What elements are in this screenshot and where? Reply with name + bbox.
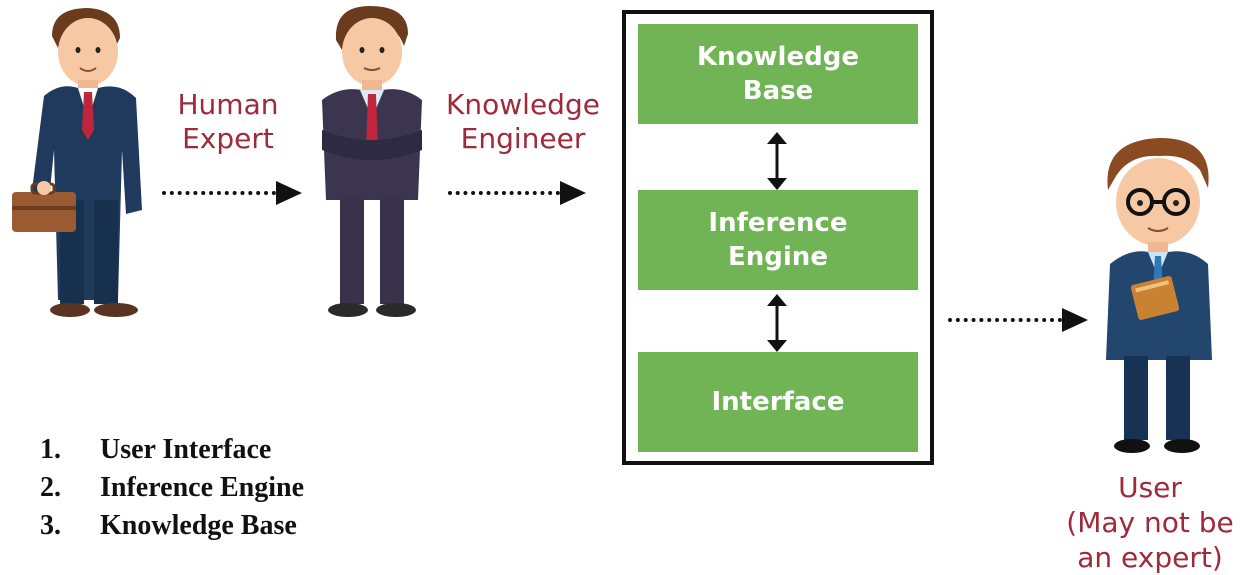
human-expert-figure xyxy=(12,8,142,317)
double-arrow-icon xyxy=(767,294,787,352)
arrow-expert-to-engineer xyxy=(162,178,302,208)
label-human-expert: Human Expert xyxy=(177,88,279,155)
knowledge-base-box: Knowledge Base xyxy=(638,24,918,124)
arrow-head-icon xyxy=(1062,308,1088,332)
arrow-system-to-user xyxy=(948,305,1088,335)
arrow-head-icon xyxy=(276,181,302,205)
double-arrow-icon xyxy=(767,132,787,190)
list-item: 3. Knowledge Base xyxy=(40,510,297,541)
list-item: 1. User Interface xyxy=(40,434,272,465)
expert-system-box: Knowledge Base Inference Engine Interfac… xyxy=(622,10,934,465)
user-figure xyxy=(1106,138,1212,453)
inference-engine-box: Inference Engine xyxy=(638,190,918,290)
label-knowledge-engineer: Knowledge Engineer xyxy=(446,88,600,155)
label-user: User (May not be an expert) xyxy=(1066,471,1234,574)
components-list: 1. User Interface 2. Inference Engine 3.… xyxy=(40,434,304,548)
interface-box: Interface xyxy=(638,352,918,452)
list-item: 2. Inference Engine xyxy=(40,472,305,503)
knowledge-engineer-figure xyxy=(322,6,422,317)
arrow-engineer-to-system xyxy=(448,178,586,208)
arrow-head-icon xyxy=(560,181,586,205)
